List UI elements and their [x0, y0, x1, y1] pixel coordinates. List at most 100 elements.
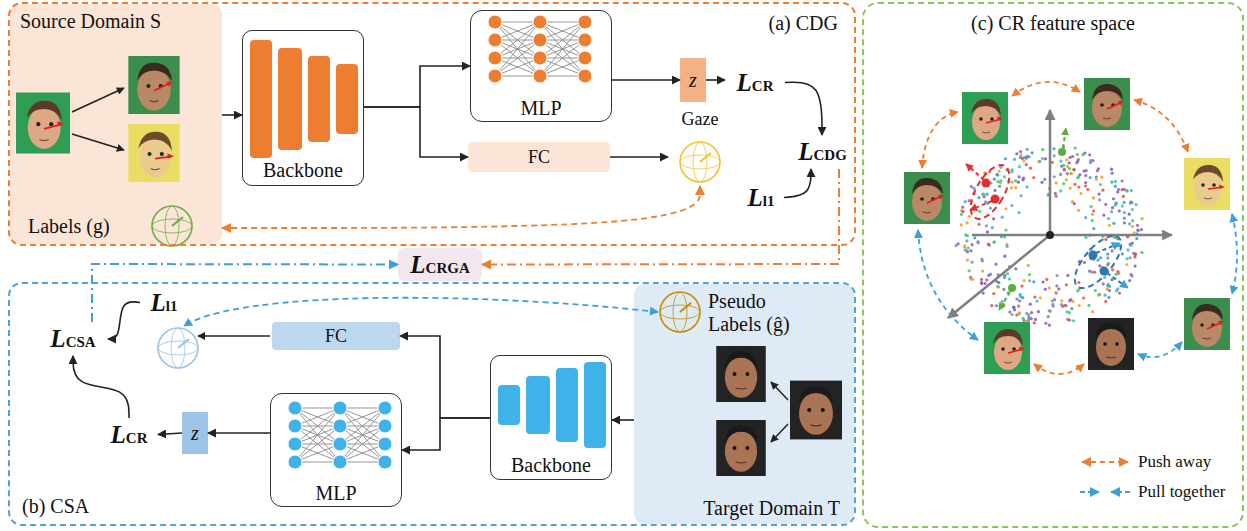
pull-arrow	[1232, 214, 1237, 294]
cluster-arrow	[1107, 273, 1128, 288]
feature-dot	[999, 181, 1002, 184]
feature-dot	[1078, 304, 1081, 307]
feature-dot	[1046, 315, 1049, 318]
feature-dot	[1123, 201, 1126, 204]
feature-dot	[1010, 186, 1013, 189]
feature-dot	[986, 230, 989, 233]
feature-dot	[1055, 181, 1058, 184]
origin-dot	[1046, 231, 1054, 239]
face-image	[1084, 78, 1130, 130]
loss-term: LCSA	[38, 322, 108, 356]
feature-dot	[1112, 197, 1115, 200]
feature-dot	[1110, 249, 1113, 252]
connector-arrow	[73, 356, 129, 418]
feature-dot	[1077, 209, 1080, 212]
feature-dot	[1068, 319, 1071, 322]
feature-dot	[1069, 298, 1072, 301]
legend-sample	[1078, 455, 1132, 469]
cluster-ellipse	[1067, 228, 1130, 295]
loss-term: Ll1	[140, 286, 188, 319]
feature-dot	[1072, 319, 1075, 322]
face-image	[1184, 158, 1230, 210]
feature-dot	[964, 200, 967, 203]
cluster-arrow	[970, 201, 992, 210]
feature-dot	[1018, 293, 1021, 296]
feature-dot	[1068, 167, 1071, 170]
region-fill	[680, 58, 706, 102]
feature-dot	[1041, 148, 1044, 151]
pseudo-label-link	[184, 298, 658, 326]
feature-dot	[1069, 156, 1072, 159]
cluster-dot	[1008, 284, 1016, 292]
feature-dot	[1120, 188, 1123, 191]
feature-dot	[1077, 185, 1080, 188]
feature-dot	[1098, 198, 1101, 201]
feature-dot	[1019, 156, 1022, 159]
connector-arrow	[612, 79, 680, 81]
feature-dot	[1098, 192, 1101, 195]
feature-dot	[1019, 150, 1022, 153]
feature-dot	[980, 278, 983, 281]
feature-dot	[1133, 265, 1136, 268]
gaze-sphere	[680, 142, 720, 182]
backbone-box: Backbone	[242, 30, 364, 186]
feature-dot	[1129, 256, 1132, 259]
feature-dot	[1116, 287, 1119, 290]
feature-dot	[960, 213, 963, 216]
feature-dot	[1107, 217, 1110, 220]
feature-dot	[1130, 274, 1133, 277]
node-label: LCR	[111, 421, 148, 449]
feature-dot	[1018, 312, 1021, 315]
connector-arrow	[158, 433, 182, 435]
feature-dot	[1054, 291, 1057, 294]
connector-arrow	[610, 156, 668, 158]
gaze-output: Gaze	[668, 108, 732, 186]
feature-dot	[1061, 305, 1064, 308]
feature-dot	[1098, 293, 1101, 296]
feature-dot	[1096, 169, 1099, 172]
feature-dot	[1084, 184, 1087, 187]
node-label: z	[689, 69, 697, 92]
feature-dot	[1053, 175, 1056, 178]
feature-dot	[1001, 300, 1004, 303]
feature-dot	[1122, 195, 1125, 198]
feature-dot	[1032, 280, 1035, 283]
feature-dot	[992, 217, 995, 220]
layer-bar	[336, 64, 358, 134]
feature-dot	[1029, 303, 1032, 306]
feature-dot	[1126, 257, 1129, 260]
node-label: Ll1	[151, 289, 178, 317]
region-fill	[272, 322, 400, 350]
feature-dot	[1111, 268, 1114, 271]
feature-dot	[1084, 174, 1087, 177]
feature-dot	[994, 263, 997, 266]
feature-dot	[1015, 298, 1018, 301]
feature-dot	[1018, 311, 1021, 314]
feature-dot	[1107, 296, 1110, 299]
feature-dot	[995, 304, 998, 307]
feature-dot	[997, 286, 1000, 289]
feature-dot	[1128, 222, 1131, 225]
connector-arrow	[222, 186, 700, 228]
feature-dot	[1082, 169, 1085, 172]
feature-dot	[1078, 173, 1081, 176]
feature-dot	[1120, 179, 1123, 182]
connector-arrow	[92, 264, 398, 322]
feature-dot	[1128, 279, 1131, 282]
connector-arrow	[402, 418, 490, 450]
feature-dot	[985, 224, 988, 227]
feature-dot	[1103, 276, 1106, 279]
feature-dot	[1125, 189, 1128, 192]
feature-dot	[1110, 180, 1113, 183]
feature-dot	[1088, 153, 1091, 156]
feature-dot	[1082, 296, 1085, 299]
feature-dot	[1053, 154, 1056, 157]
feature-dot	[1039, 296, 1042, 299]
feature-dot	[1128, 213, 1131, 216]
axis	[972, 234, 1050, 237]
feature-dot	[1076, 160, 1079, 163]
feature-dot	[1003, 274, 1006, 277]
layer-bar	[556, 368, 578, 442]
feature-dot	[1073, 183, 1076, 186]
legend-sample	[1078, 485, 1132, 499]
